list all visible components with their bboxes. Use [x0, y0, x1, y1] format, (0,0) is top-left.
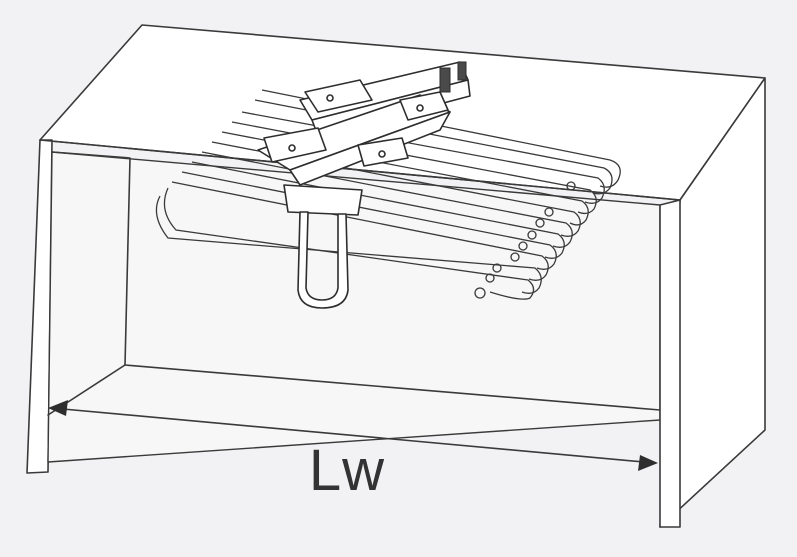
width-dimension-line [48, 400, 658, 471]
rod-end-cap [510, 252, 520, 262]
cabinet-inner-floor-edge [124, 364, 661, 411]
trouser-rod-group [155, 89, 621, 300]
rod-end-cap [566, 181, 576, 191]
trouser-rod [211, 141, 581, 237]
rod-end-cap [535, 218, 545, 228]
bracket-screw [416, 104, 424, 112]
trouser-rod [155, 195, 542, 294]
trouser-rod [181, 171, 557, 270]
trouser-rod [261, 89, 621, 188]
slide-mechanism [257, 61, 471, 309]
rod-end-cap [518, 241, 528, 251]
bracket-screw [326, 94, 334, 102]
trouser-rod [221, 131, 589, 226]
trouser-rod [171, 181, 549, 281]
trouser-rod [231, 121, 597, 215]
cabinet-right-post [659, 199, 681, 528]
width-label: Lw [308, 438, 386, 503]
trouser-rod [254, 99, 613, 195]
mounting-bracket [399, 91, 449, 121]
front-handle-plate [283, 184, 363, 216]
bracket-screw [378, 150, 386, 158]
rod-end-cap [485, 273, 495, 283]
trouser-rod [163, 187, 535, 300]
rod-end-cap [544, 207, 554, 217]
mounting-bracket [304, 79, 373, 113]
trouser-rod [191, 161, 565, 259]
arrowhead-left-icon [48, 400, 68, 416]
trouser-rod [201, 151, 573, 248]
rod-end-cap [492, 263, 502, 273]
rail-stop [439, 67, 451, 93]
arrowhead-right-icon [638, 455, 658, 471]
mounting-bracket [263, 127, 327, 163]
rod-end-cap [527, 230, 537, 240]
pull-handle [297, 211, 349, 309]
cabinet-inner-left-edge [47, 151, 131, 416]
bracket-screw [288, 144, 296, 152]
trouser-rod [241, 111, 605, 204]
rail-stop [457, 61, 467, 81]
rod-end-cap [474, 287, 486, 299]
dimension-line [51, 407, 656, 464]
